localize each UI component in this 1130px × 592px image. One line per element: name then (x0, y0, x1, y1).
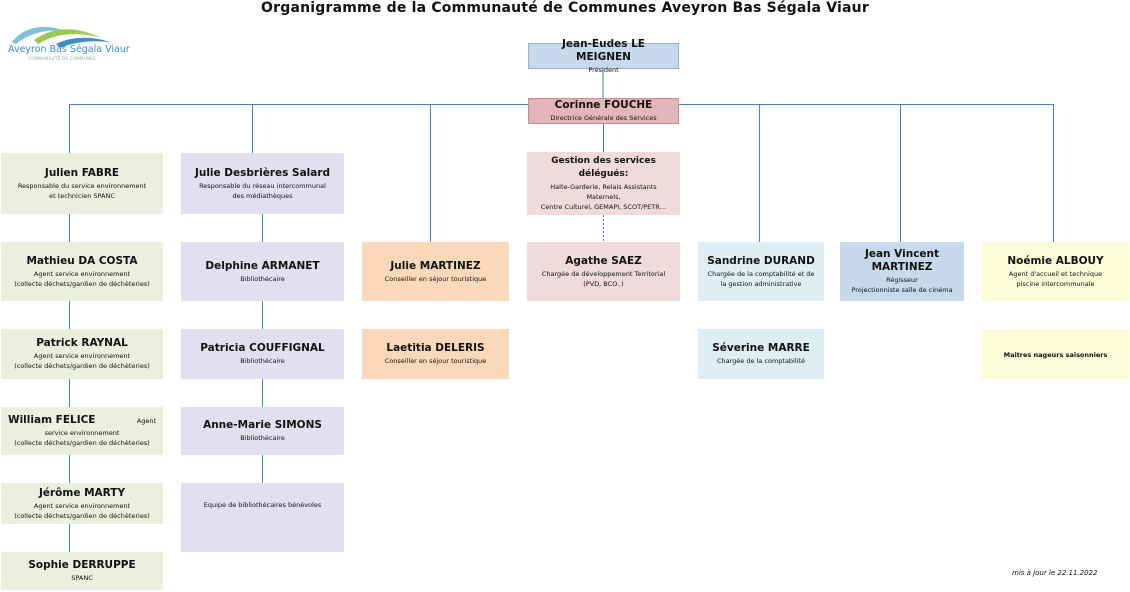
node-name: Jérôme MARTY (38, 486, 126, 499)
node-name: Julie Desbrières Salard (194, 166, 331, 179)
node-dgs: Corinne FOUCHE Directrice Générale des S… (528, 98, 679, 124)
node-role: Equipe de bibliothécaires bénévoles (203, 501, 322, 509)
node-role-prefix: Agent (136, 417, 156, 425)
node-name: Laetitia DELERIS (386, 342, 485, 354)
update-date: mis à jour le 22.11.2022 (1012, 569, 1098, 577)
node-name: Agathe SAEZ (565, 254, 642, 267)
node-durand: Sandrine DURAND Chargée de la comptabili… (698, 242, 824, 301)
node-name: Sophie DERRUPPE (28, 559, 136, 571)
logo-name: Aveyron Bas Ségala Viaur (8, 44, 130, 55)
node-simons: Anne-Marie SIMONS Bibliothécaire (181, 407, 344, 455)
node-president: Jean-Eudes LE MEIGNEN Président (528, 38, 679, 74)
node-marty: Jérôme MARTY Agent service environnement… (1, 483, 163, 524)
node-saez: Agathe SAEZ Chargée de développement Ter… (527, 242, 680, 301)
node-name: Jean-Eudes LE MEIGNEN (561, 37, 645, 63)
node-nageurs: Maitres nageurs saisonniers (982, 329, 1129, 379)
node-name: Patrick RAYNAL (36, 337, 128, 349)
node-role: Chargée de la comptabilité (716, 357, 806, 365)
node-gestion-services: Gestion des services délégués: Halte-Gar… (527, 152, 680, 215)
node-name: Gestion des services délégués: (551, 156, 656, 179)
node-name: Julie MARTINEZ (390, 259, 481, 272)
node-name: Mathieu DA COSTA (26, 254, 138, 267)
node-role: service environnement(collecte déchets/g… (14, 429, 150, 447)
node-role: Agent service environnement(collecte déc… (14, 501, 150, 520)
node-benevoles: Equipe de bibliothécaires bénévoles (181, 483, 344, 552)
node-name: Delphine ARMANET (205, 259, 320, 272)
node-name: Noémie ALBOUY (1007, 254, 1104, 267)
node-name: Corinne FOUCHE (554, 99, 653, 111)
node-role: Halte-Garderie, Relais Assistants Matern… (540, 183, 667, 211)
node-role: SPANC (71, 574, 93, 582)
node-salard: Julie Desbrières Salard Responsable du r… (181, 153, 344, 214)
node-deleris: Laetitia DELERIS Conseiller en séjour to… (362, 329, 509, 379)
logo-tagline: COMMUNAUTÉ DE COMMUNES (28, 56, 96, 61)
node-role: Agent service environnement(collecte déc… (14, 352, 150, 370)
node-name: William FELICE (8, 414, 96, 426)
node-couffignal: Patricia COUFFIGNAL Bibliothécaire (181, 329, 344, 379)
node-derruppe: Sophie DERRUPPE SPANC (1, 552, 163, 590)
node-name: Patricia COUFFIGNAL (200, 342, 325, 354)
node-role: Conseiller en séjour touristique (384, 357, 487, 365)
node-role: Chargée de développement Territorial(PVD… (541, 269, 666, 288)
node-name: Sandrine DURAND (707, 254, 815, 267)
node-fabre: Julien FABRE Responsable du service envi… (1, 153, 163, 214)
node-marre: Séverine MARRE Chargée de la comptabilit… (698, 329, 824, 379)
node-role: Président (588, 65, 619, 74)
node-name: Julien FABRE (44, 166, 120, 179)
node-felice: William FELICE Agent service environneme… (1, 407, 163, 455)
node-armanet: Delphine ARMANET Bibliothécaire (181, 242, 344, 301)
node-role: Directrice Générale des Services (550, 114, 657, 122)
node-raynal: Patrick RAYNAL Agent service environneme… (1, 329, 163, 379)
node-name: Anne-Marie SIMONS (203, 419, 322, 431)
logo-waves-icon (12, 26, 110, 48)
node-albouy: Noémie ALBOUY Agent d'accueil et techniq… (982, 242, 1129, 301)
node-martinez-julie: Julie MARTINEZ Conseiller en séjour tour… (362, 242, 509, 301)
node-role: Bibliothécaire (240, 274, 285, 283)
node-name: Séverine MARRE (712, 342, 810, 354)
node-role: Maitres nageurs saisonniers (1003, 350, 1108, 359)
node-role: Conseiller en séjour touristique (384, 274, 487, 283)
node-role: Bibliothécaire (240, 357, 285, 365)
node-dacosta: Mathieu DA COSTA Agent service environne… (1, 242, 163, 301)
node-role: Agent service environnement(collecte déc… (14, 269, 150, 288)
node-role: Bibliothécaire (240, 434, 285, 442)
page-title: Organigramme de la Communauté de Commune… (261, 0, 869, 16)
